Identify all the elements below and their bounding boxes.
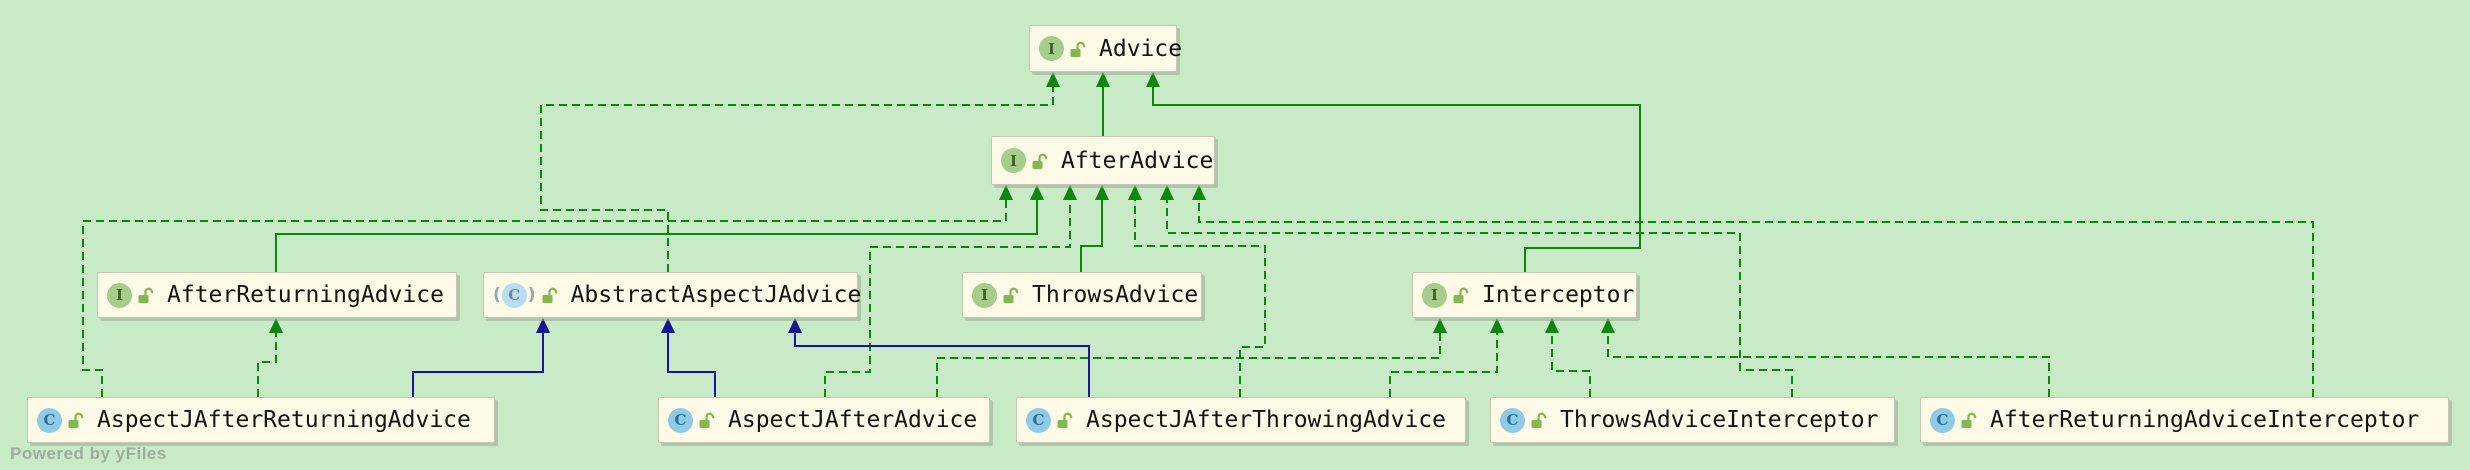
edge-extends-ThrowsAdvice-to-AfterAdvice [1080,198,1103,272]
class-name-label: Interceptor [1482,282,1635,308]
class-node-Interceptor[interactable]: I Interceptor [1412,272,1637,318]
arrowhead-icon [1192,185,1206,200]
class-name-label: AspectJAfterThrowingAdvice [1086,407,1447,433]
class-icon: C [37,407,62,433]
class-name-label: ThrowsAdvice [1032,282,1199,308]
class-node-AfterReturningAdviceInterceptor[interactable]: C AfterReturningAdviceInterceptor [1920,397,2449,443]
class-node-ThrowsAdvice[interactable]: I ThrowsAdvice [962,272,1202,318]
class-icon: C [1500,407,1525,433]
class-name-label: AfterAdvice [1061,147,1214,174]
class-name-label: AfterReturningAdvice [167,282,444,308]
public-open-lock-icon [1530,411,1547,429]
public-open-lock-icon [137,286,154,304]
edge-implements-AspectJAfterThrowingAdvice-to-AfterAdvice [1134,198,1266,397]
edge-implements-AfterReturningAdviceInterceptor-to-Interceptor [1607,331,2050,397]
class-name-label: AfterReturningAdviceInterceptor [1990,407,2420,433]
edge-extends-class-AspectJAfterThrowingAdvice-to-AbstractAspectJAdvice [794,331,1090,397]
class-node-AspectJAfterThrowingAdvice[interactable]: C AspectJAfterThrowingAdvice [1016,397,1466,443]
class-name-label: AspectJAfterReturningAdvice [97,407,471,433]
public-open-lock-icon [698,411,715,429]
arrowhead-icon [1095,185,1109,200]
class-node-ThrowsAdviceInterceptor[interactable]: C ThrowsAdviceInterceptor [1490,397,1895,443]
arrowhead-icon [1490,318,1504,333]
class-node-AspectJAfterAdvice[interactable]: C AspectJAfterAdvice [658,397,990,443]
class-node-Advice[interactable]: I Advice [1029,25,1182,72]
interface-icon: I [107,282,132,308]
public-open-lock-icon [1056,411,1073,429]
edge-implements-AspectJAfterReturningAdvice-to-AfterAdvice [82,198,1007,397]
arrowhead-icon [1433,318,1447,333]
public-open-lock-icon [1031,152,1048,170]
arrowhead-icon [1545,318,1559,333]
public-open-lock-icon [67,411,84,429]
yfiles-watermark: Powered by yFiles [10,444,167,463]
edge-implements-AspectJAfterAdvice-to-AfterAdvice [824,198,1071,397]
arrowhead-icon [1128,185,1142,200]
class-node-AfterAdvice[interactable]: I AfterAdvice [991,136,1215,185]
edge-extends-class-AspectJAfterReturningAdvice-to-AbstractAspectJAdvice [412,331,544,397]
arrowhead-icon [536,318,550,333]
arrowhead-icon [661,318,675,333]
edge-implements-AspectJAfterThrowingAdvice-to-Interceptor [1389,331,1498,397]
class-node-AbstractAspectJAdvice[interactable]: (C) AbstractAspectJAdvice [483,272,861,318]
arrowhead-icon [1096,72,1110,87]
class-icon: C [1026,407,1051,433]
class-icon: C [668,407,693,433]
interface-icon: I [972,282,997,308]
class-name-label: AbstractAspectJAdvice [570,282,862,308]
edge-extends-class-AspectJAfterAdvice-to-AbstractAspectJAdvice [667,331,716,397]
edge-implements-AfterReturningAdviceInterceptor-to-AfterAdvice [1198,198,2314,397]
public-open-lock-icon [1069,40,1086,58]
arrowhead-icon [1146,72,1160,87]
edge-extends-Interceptor-to-Advice [1152,85,1641,272]
arrowhead-icon [788,318,802,333]
edge-extends-AfterReturningAdvice-to-AfterAdvice [275,198,1038,272]
abstract-class-icon: (C) [493,282,536,308]
arrowhead-icon [999,185,1013,200]
public-open-lock-icon [541,286,558,304]
arrowhead-icon [1063,185,1077,200]
public-open-lock-icon [1002,286,1019,304]
class-name-label: AspectJAfterAdvice [728,407,978,433]
arrowhead-icon [1046,72,1060,87]
arrowhead-icon [1160,185,1174,200]
interface-icon: I [1422,282,1447,308]
class-name-label: ThrowsAdviceInterceptor [1560,407,1879,433]
edge-implements-ThrowsAdviceInterceptor-to-Interceptor [1551,331,1591,397]
class-node-AspectJAfterReturningAdvice[interactable]: C AspectJAfterReturningAdvice [27,397,495,443]
arrowhead-icon [1030,185,1044,200]
class-name-label: Advice [1099,35,1183,62]
public-open-lock-icon [1452,286,1469,304]
edge-implements-ThrowsAdviceInterceptor-to-AfterAdvice [1166,198,1793,397]
interface-icon: I [1039,36,1064,61]
edge-implements-AspectJAfterReturningAdvice-to-AfterReturningAdvice [257,331,277,397]
edge-implements-AspectJAfterAdvice-to-Interceptor [936,331,1441,397]
edge-implements-AbstractAspectJAdvice-to-Advice [540,85,1054,272]
arrowhead-icon [269,318,283,333]
interface-icon: I [1001,148,1026,173]
public-open-lock-icon [1960,411,1977,429]
class-node-AfterReturningAdvice[interactable]: I AfterReturningAdvice [97,272,457,318]
class-icon: C [1930,407,1955,433]
arrowhead-icon [1601,318,1615,333]
